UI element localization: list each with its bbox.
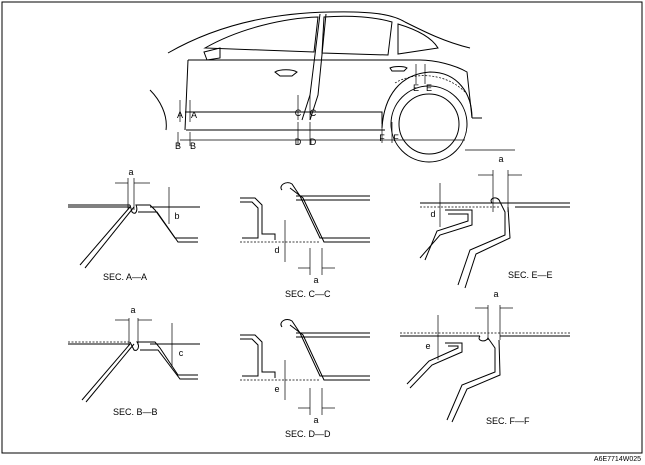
section-a-height-label: b	[174, 211, 179, 221]
section-e-height-label: d	[430, 209, 435, 219]
marker-f-1: F	[379, 133, 385, 143]
section-a-title: SEC. A—A	[103, 272, 147, 282]
marker-b-1: B	[175, 141, 181, 151]
section-c-gap-label: a	[313, 275, 318, 285]
marker-e-1: E	[413, 83, 419, 93]
section-e-gap-label: a	[498, 154, 503, 164]
section-b-height-label: c	[179, 348, 184, 358]
section-e: a d SEC. E—E	[419, 154, 570, 289]
marker-c-1: C	[295, 108, 302, 118]
marker-d-1: D	[295, 137, 302, 147]
marker-b-2: B	[190, 141, 196, 151]
car-side-view: A A B B C C D D E E F F	[149, 11, 515, 163]
section-d-title: SEC. D—D	[285, 429, 331, 439]
section-e-title: SEC. E—E	[508, 270, 553, 280]
section-d: e a SEC. D—D	[240, 319, 370, 439]
section-f: a e SEC. F—F	[400, 289, 570, 426]
section-b: a c SEC. B—B	[68, 305, 200, 417]
section-d-gap-label: a	[313, 415, 318, 425]
marker-e-2: E	[426, 83, 432, 93]
marker-a-2: A	[191, 110, 197, 120]
section-f-height-label: e	[425, 341, 430, 351]
section-a: a b SEC. A—A	[68, 167, 200, 282]
frame-border	[1, 1, 643, 454]
section-c-title: SEC. C—C	[285, 289, 331, 299]
section-f-gap-label: a	[493, 289, 498, 299]
section-a-gap-label: a	[128, 167, 133, 177]
marker-c-2: C	[310, 108, 317, 118]
figure-code: A6E7714W025	[594, 456, 641, 463]
marker-d-2: D	[310, 137, 317, 147]
marker-f-2: F	[393, 133, 399, 143]
section-c: d a SEC. C—C	[240, 182, 370, 299]
section-b-gap-label: a	[130, 305, 135, 315]
marker-a-1: A	[177, 110, 183, 120]
section-b-title: SEC. B—B	[113, 407, 158, 417]
section-f-title: SEC. F—F	[486, 416, 530, 426]
section-d-height-label: e	[274, 384, 279, 394]
section-c-height-label: d	[274, 245, 279, 255]
